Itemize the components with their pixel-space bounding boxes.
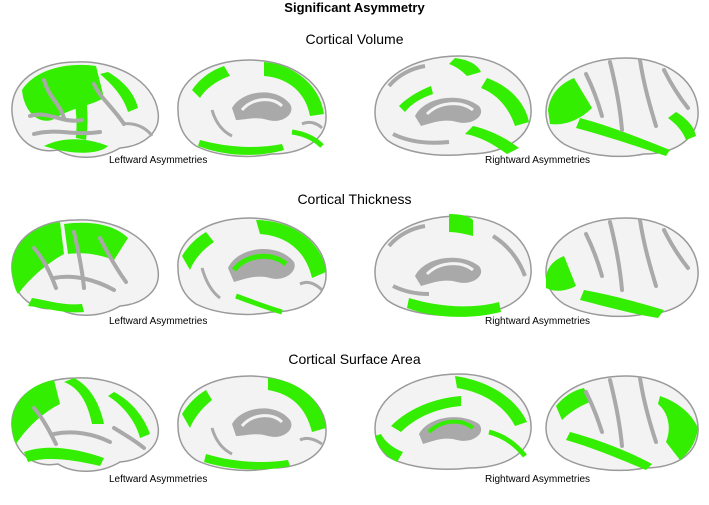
right-medial-brain	[369, 46, 537, 162]
right-caption: Rightward Asymmetries	[485, 316, 591, 327]
left-lateral-brain	[4, 50, 164, 162]
figure-title: Significant Asymmetry	[284, 0, 425, 15]
section-heading: Cortical Surface Area	[288, 351, 421, 367]
left-caption: Leftward Asymmetries	[109, 316, 208, 327]
right-medial-brain	[369, 206, 537, 322]
right-medial-brain	[369, 366, 537, 476]
section-cortical-volume: Cortical Volume Leftward Asymmetries	[0, 30, 709, 185]
left-medial-brain	[172, 368, 332, 476]
right-caption: Rightward Asymmetries	[485, 474, 591, 485]
left-caption: Leftward Asymmetries	[109, 155, 208, 166]
left-lateral-brain	[4, 368, 164, 476]
section-heading: Cortical Thickness	[297, 191, 412, 207]
section-heading: Cortical Volume	[305, 31, 404, 47]
right-lateral-brain	[540, 46, 704, 162]
left-lateral-brain	[4, 208, 164, 320]
right-lateral-brain	[540, 366, 704, 476]
section-cortical-surface-area: Cortical Surface Area Leftward Asymmetri…	[0, 350, 709, 505]
left-caption: Leftward Asymmetries	[109, 474, 208, 485]
section-cortical-thickness: Cortical Thickness Leftward Asymmetries	[0, 190, 709, 345]
left-medial-brain	[172, 50, 332, 162]
right-caption: Rightward Asymmetries	[485, 155, 591, 166]
left-medial-brain	[172, 208, 332, 320]
right-lateral-brain	[540, 206, 704, 322]
